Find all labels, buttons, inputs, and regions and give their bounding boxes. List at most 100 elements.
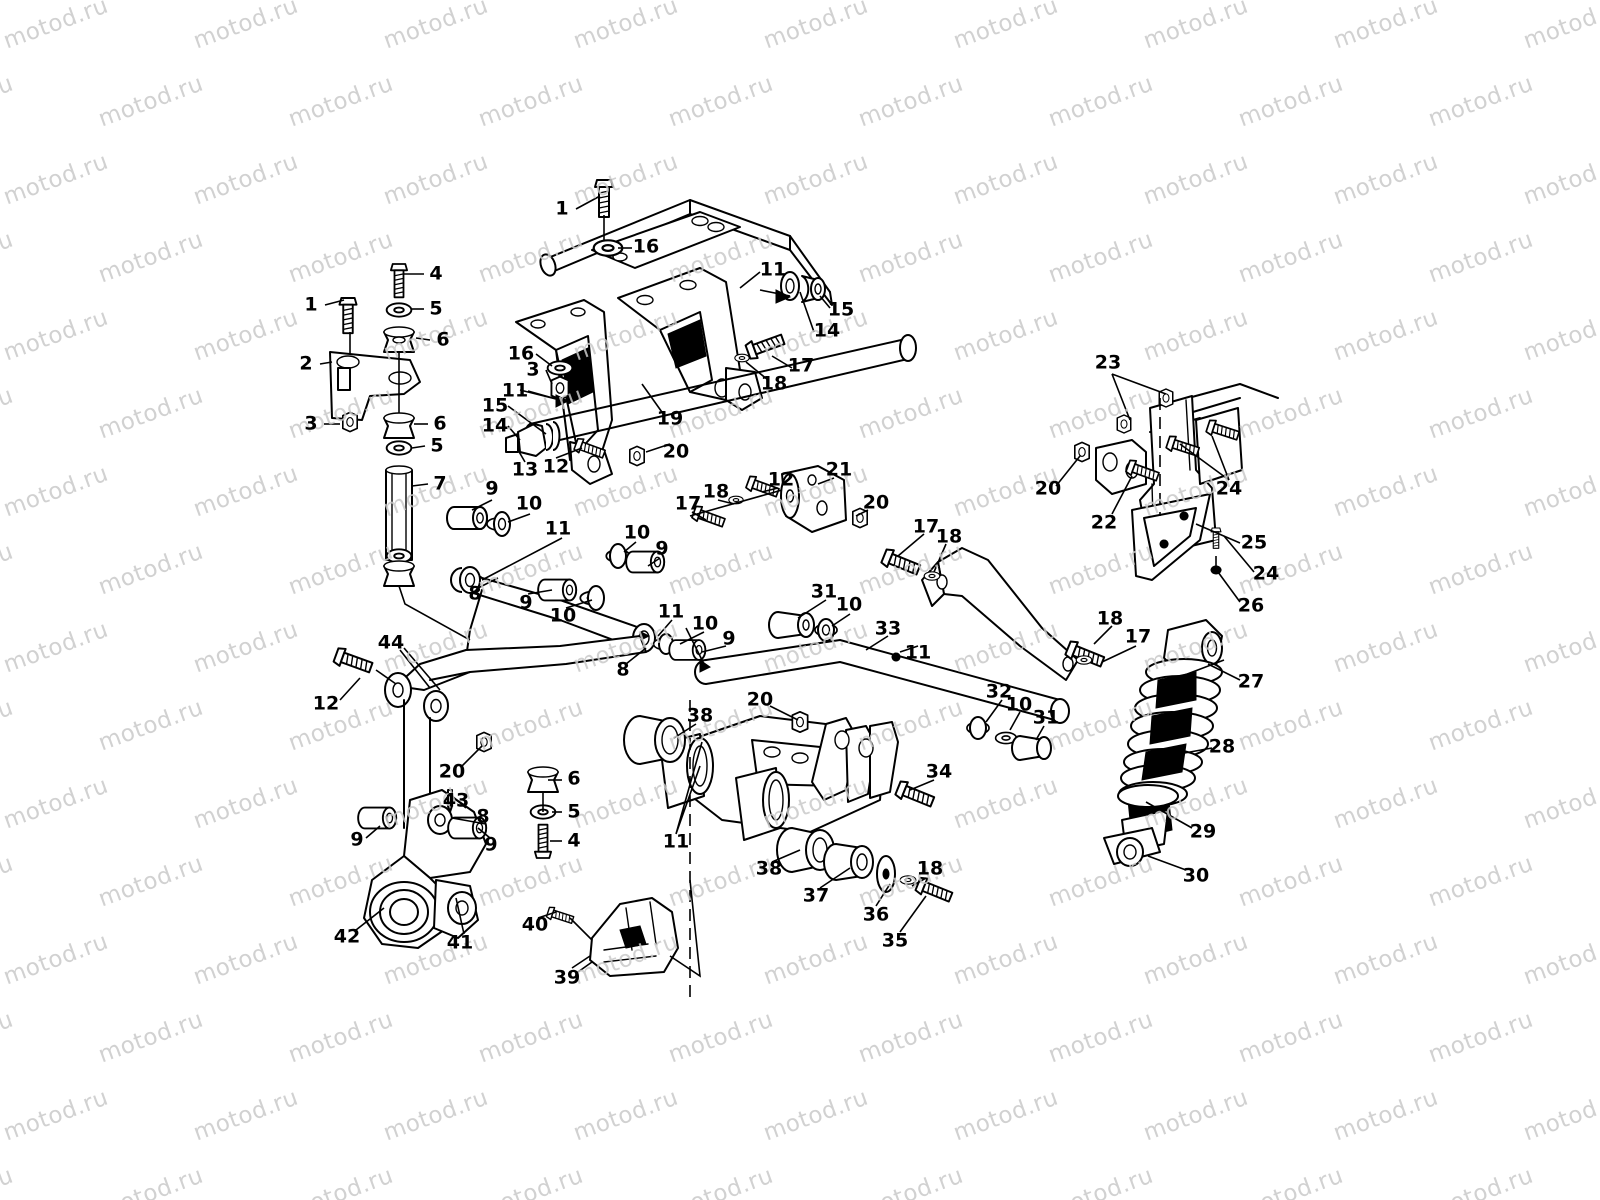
callout-number: 40: [521, 913, 549, 936]
callout-number: 3: [304, 412, 318, 435]
callout-number: 18: [1096, 607, 1124, 630]
callout-number: 20: [862, 491, 890, 514]
callout-number: 29: [1189, 820, 1217, 843]
callout-number: 17: [1124, 625, 1152, 648]
callout-number: 1: [555, 197, 569, 220]
callout-number: 5: [567, 800, 581, 823]
callout-number: 17: [674, 492, 702, 515]
callout-number: 24: [1252, 562, 1280, 585]
callout-number: 10: [1005, 693, 1033, 716]
callout-number: 11: [662, 830, 690, 853]
callout-number: 44: [377, 631, 405, 654]
callout-number: 9: [484, 833, 498, 856]
callout-number: 21: [825, 458, 853, 481]
leader-lines: [319, 195, 1255, 969]
callout-number: 38: [686, 704, 714, 727]
callout-number: 37: [802, 884, 830, 907]
callout-number: 12: [542, 455, 570, 478]
callout-number: 42: [333, 925, 361, 948]
callout-number: 10: [623, 521, 651, 544]
callout-number: 27: [1237, 670, 1265, 693]
bushing-38a: [623, 715, 686, 765]
spacer-37: [823, 843, 874, 881]
callout-number: 31: [1032, 706, 1060, 729]
callout-number: 15: [481, 394, 509, 417]
callout-number: 35: [881, 929, 909, 952]
upper-frame-assembly: [505, 179, 917, 485]
callout-number: 7: [433, 472, 447, 495]
callout-number: 18: [702, 480, 730, 503]
callout-number: 20: [438, 760, 466, 783]
rear-lower-arm-assembly: [623, 611, 1070, 907]
callout-number: 24: [1215, 477, 1243, 500]
callout-number: 19: [656, 407, 684, 430]
upper-a-arm: [446, 506, 707, 668]
callout-number: 6: [567, 767, 581, 790]
callout-number: 2: [299, 352, 313, 375]
callout-number: 8: [468, 582, 482, 605]
bellcrank-21: [689, 465, 869, 533]
callout-number: 5: [429, 297, 443, 320]
callout-number: 14: [813, 319, 841, 342]
callout-number: 1: [304, 293, 318, 316]
callout-number: 38: [755, 857, 783, 880]
callout-number: 18: [760, 372, 788, 395]
callout-number: 11: [657, 600, 685, 623]
callout-number: 39: [553, 966, 581, 989]
callout-number: 10: [691, 612, 719, 635]
callout-number: 4: [429, 262, 443, 285]
callout-number: 33: [874, 617, 902, 640]
callout-number: 16: [632, 235, 660, 258]
callout-number: 41: [446, 931, 474, 954]
callout-number: 11: [501, 379, 529, 402]
callout-number: 22: [1090, 511, 1118, 534]
callout-number: 9: [350, 828, 364, 851]
callout-number: 16: [507, 342, 535, 365]
shock-upper-bracket: [879, 546, 1107, 681]
callout-number: 12: [312, 692, 340, 715]
skid-bracket: [545, 879, 701, 978]
callout-number: 20: [1034, 477, 1062, 500]
callout-number: 20: [746, 688, 774, 711]
callout-number: 9: [655, 537, 669, 560]
callout-number: 11: [759, 258, 787, 281]
callout-number: 6: [436, 328, 450, 351]
callout-number: 28: [1208, 735, 1236, 758]
callout-number: 13: [511, 458, 539, 481]
callout-number: 32: [985, 680, 1013, 703]
callout-number: 11: [544, 517, 572, 540]
callout-number: 34: [925, 760, 953, 783]
callout-number: 8: [476, 805, 490, 828]
shock-absorber: [1103, 619, 1225, 867]
callout-number: 11: [904, 641, 932, 664]
spacer-31b: [1011, 735, 1052, 761]
callout-number: 9: [519, 591, 533, 614]
callout-number: 9: [485, 477, 499, 500]
callout-number: 8: [616, 658, 630, 681]
callout-number: 9: [722, 627, 736, 650]
callout-number: 5: [430, 434, 444, 457]
callout-number: 10: [549, 604, 577, 627]
callout-number: 10: [515, 492, 543, 515]
callout-number: 4: [567, 829, 581, 852]
lower-a-arm-left: [331, 635, 647, 949]
callout-number: 18: [935, 525, 963, 548]
callout-number: 25: [1240, 531, 1268, 554]
right-frame-bracket: [1074, 383, 1279, 581]
callout-number: 43: [442, 789, 470, 812]
spindle-stack: [329, 263, 471, 641]
callout-number: 15: [827, 298, 855, 321]
callout-number: 10: [835, 593, 863, 616]
callout-number: 30: [1182, 864, 1210, 887]
callout-number: 26: [1237, 594, 1265, 617]
callout-number: 18: [916, 857, 944, 880]
callout-number: 20: [662, 440, 690, 463]
callout-number: 12: [767, 468, 795, 491]
callout-number: 17: [787, 354, 815, 377]
callout-number: 14: [481, 414, 509, 437]
callout-number: 31: [810, 580, 838, 603]
callout-number: 17: [912, 515, 940, 538]
